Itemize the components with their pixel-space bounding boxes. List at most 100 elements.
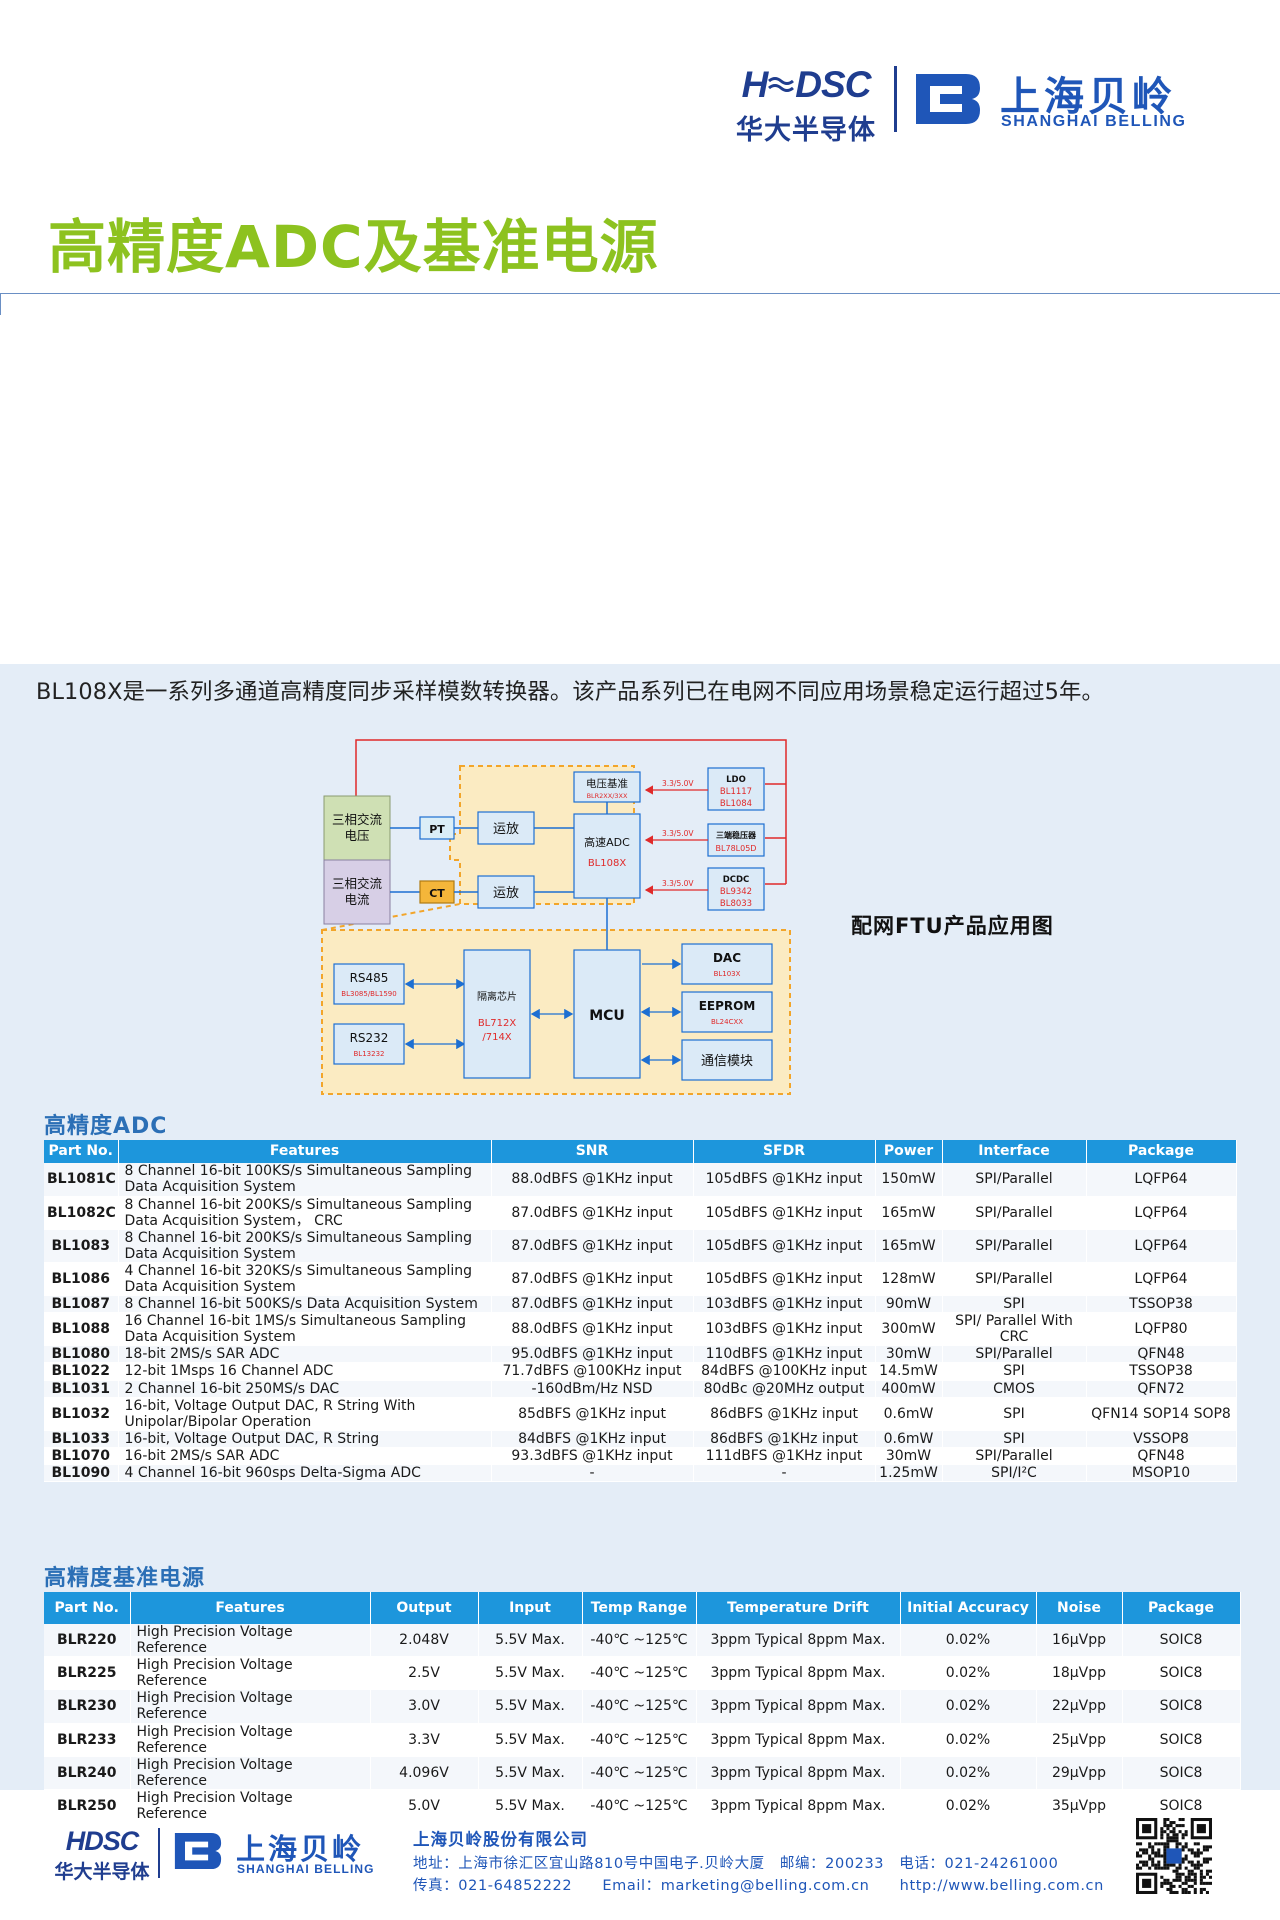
intro-paragraph: BL108X是一系列多通道高精度同步采样模数转换器。该产品系列已在电网不同应用场… bbox=[36, 679, 1104, 705]
eeprom-part: BL24CXX bbox=[711, 1018, 743, 1026]
table-cell: 105dBFS @1KHz input bbox=[693, 1163, 876, 1197]
adc-part-label: BL108X bbox=[588, 858, 627, 869]
ldo-supply-label: 3.3/5.0V bbox=[662, 779, 694, 788]
regulator-label: 三端稳压器 bbox=[716, 830, 757, 840]
table-cell: 22μVpp bbox=[1036, 1689, 1123, 1724]
table-cell: QFN48 bbox=[1086, 1447, 1237, 1466]
table-cell: 0.02% bbox=[900, 1656, 1037, 1691]
table-cell: -40℃ ~125℃ bbox=[582, 1656, 697, 1691]
table-cell: 5.5V Max. bbox=[478, 1656, 583, 1691]
footer-hdsc-logo: HDSC 华大半导体 bbox=[44, 1826, 160, 1884]
ftu-application-diagram: 三相交流 电压 三相交流 电流 PT CT 运放 运放 电压基准 BLR2XX/… bbox=[321, 739, 791, 1095]
table-cell: 165mW bbox=[875, 1229, 943, 1263]
rs485-part: BL3085/BL1590 bbox=[341, 990, 396, 998]
table-cell: 4 Channel 16-bit 960sps Delta-Sigma ADC bbox=[118, 1464, 492, 1483]
qr-code-icon bbox=[1136, 1818, 1212, 1894]
table-cell: 80dBc @20MHz output bbox=[693, 1380, 876, 1398]
footer-belling-english-name: SHANGHAI BELLING bbox=[237, 1862, 375, 1876]
table-cell: QFN72 bbox=[1086, 1380, 1237, 1398]
table-cell: SOIC8 bbox=[1122, 1756, 1241, 1790]
table-cell: 86dBFS @1KHz input bbox=[693, 1397, 876, 1431]
reference-spec-table: Part No. Features Output Input Temp Rang… bbox=[44, 1592, 1241, 1824]
table-cell: 5.5V Max. bbox=[478, 1689, 583, 1724]
voltage-input-label: 三相交流 bbox=[332, 812, 383, 827]
belling-logo-icon bbox=[916, 74, 980, 124]
table-cell: 87.0dBFS @1KHz input bbox=[491, 1196, 694, 1230]
hdsc-chinese-name: 华大半导体 bbox=[736, 115, 876, 146]
table-cell: MSOP10 bbox=[1086, 1464, 1237, 1483]
pt-label: PT bbox=[429, 823, 445, 836]
table-cell: High Precision Voltage Reference bbox=[130, 1789, 371, 1824]
table-cell: QFN48 bbox=[1086, 1345, 1237, 1364]
table-cell: SOIC8 bbox=[1122, 1789, 1241, 1824]
col-input: Input bbox=[478, 1592, 583, 1624]
table-cell: VSSOP8 bbox=[1086, 1430, 1237, 1448]
table-cell: SPI bbox=[942, 1430, 1087, 1448]
rs485-label: RS485 bbox=[350, 971, 389, 985]
table-cell: 105dBFS @1KHz input bbox=[693, 1196, 876, 1230]
table-cell: 93.3dBFS @1KHz input bbox=[491, 1447, 694, 1466]
table-cell: 5.5V Max. bbox=[478, 1789, 583, 1824]
table-cell: 30mW bbox=[875, 1447, 943, 1466]
table-cell: CMOS bbox=[942, 1380, 1087, 1398]
company-name: 上海贝岭股份有限公司 bbox=[413, 1830, 588, 1849]
table-cell: 3ppm Typical 8ppm Max. bbox=[696, 1656, 901, 1691]
regulator-part: BL78L05D bbox=[716, 844, 757, 853]
table-cell: 14.5mW bbox=[875, 1362, 943, 1381]
table-cell: 87.0dBFS @1KHz input bbox=[491, 1295, 694, 1314]
table-cell: SOIC8 bbox=[1122, 1689, 1241, 1724]
table-cell: LQFP64 bbox=[1086, 1196, 1237, 1230]
rs232-part: BL13232 bbox=[354, 1050, 385, 1058]
table-cell: 103dBFS @1KHz input bbox=[693, 1295, 876, 1314]
table-cell: 5.5V Max. bbox=[478, 1624, 583, 1658]
ldo-label: LDO bbox=[726, 775, 746, 785]
opamp-label-1: 运放 bbox=[493, 822, 519, 837]
dcdc-supply-label: 3.3/5.0V bbox=[662, 879, 694, 888]
eeprom-block bbox=[681, 991, 773, 1033]
table-cell: SPI bbox=[942, 1397, 1087, 1431]
table-cell: BL1086 bbox=[44, 1262, 119, 1297]
dac-part: BL103X bbox=[714, 970, 741, 978]
table-cell: 87.0dBFS @1KHz input bbox=[491, 1229, 694, 1263]
table-cell: -40℃ ~125℃ bbox=[582, 1689, 697, 1724]
adc-spec-table: Part No. Features SNR SFDR Power Interfa… bbox=[44, 1140, 1237, 1483]
rs232-label: RS232 bbox=[350, 1031, 389, 1045]
voltage-input-label-2: 电压 bbox=[344, 828, 369, 843]
dcdc-block bbox=[707, 867, 765, 911]
table-cell: 5.5V Max. bbox=[478, 1723, 583, 1757]
table-cell: -40℃ ~125℃ bbox=[582, 1756, 697, 1790]
table-cell: -40℃ ~125℃ bbox=[582, 1789, 697, 1824]
footer-hdsc-chinese-name: 华大半导体 bbox=[54, 1861, 150, 1883]
table-cell: SOIC8 bbox=[1122, 1723, 1241, 1757]
table-cell: SOIC8 bbox=[1122, 1624, 1241, 1658]
table-cell: 0.6mW bbox=[875, 1397, 943, 1431]
table-cell: BL1033 bbox=[44, 1430, 119, 1448]
col-features: Features bbox=[118, 1140, 492, 1163]
ct-label: CT bbox=[429, 887, 445, 900]
table-cell: 85dBFS @1KHz input bbox=[491, 1397, 694, 1431]
table-cell: BL1083 bbox=[44, 1229, 119, 1263]
vref-block bbox=[573, 771, 641, 803]
ldo-part-2: BL1084 bbox=[720, 799, 752, 809]
footer-belling-chinese-name: 上海贝岭 bbox=[236, 1832, 365, 1866]
table-cell: High Precision Voltage Reference bbox=[130, 1689, 371, 1724]
regulator-supply-label: 3.3/5.0V bbox=[662, 829, 694, 838]
table-cell: 111dBFS @1KHz input bbox=[693, 1447, 876, 1466]
table-cell: 30mW bbox=[875, 1345, 943, 1364]
table-cell: SPI/Parallel bbox=[942, 1345, 1087, 1364]
table-cell: 105dBFS @1KHz input bbox=[693, 1229, 876, 1263]
table-cell: BL1070 bbox=[44, 1447, 119, 1466]
vref-part-label: BLR2XX/3XX bbox=[587, 792, 628, 800]
col-part-no: Part No. bbox=[44, 1140, 119, 1163]
table-cell: 3ppm Typical 8ppm Max. bbox=[696, 1689, 901, 1724]
table-cell: SPI/Parallel bbox=[942, 1196, 1087, 1230]
rs232-block bbox=[333, 1023, 405, 1065]
table-cell: BL1082C bbox=[44, 1196, 119, 1230]
